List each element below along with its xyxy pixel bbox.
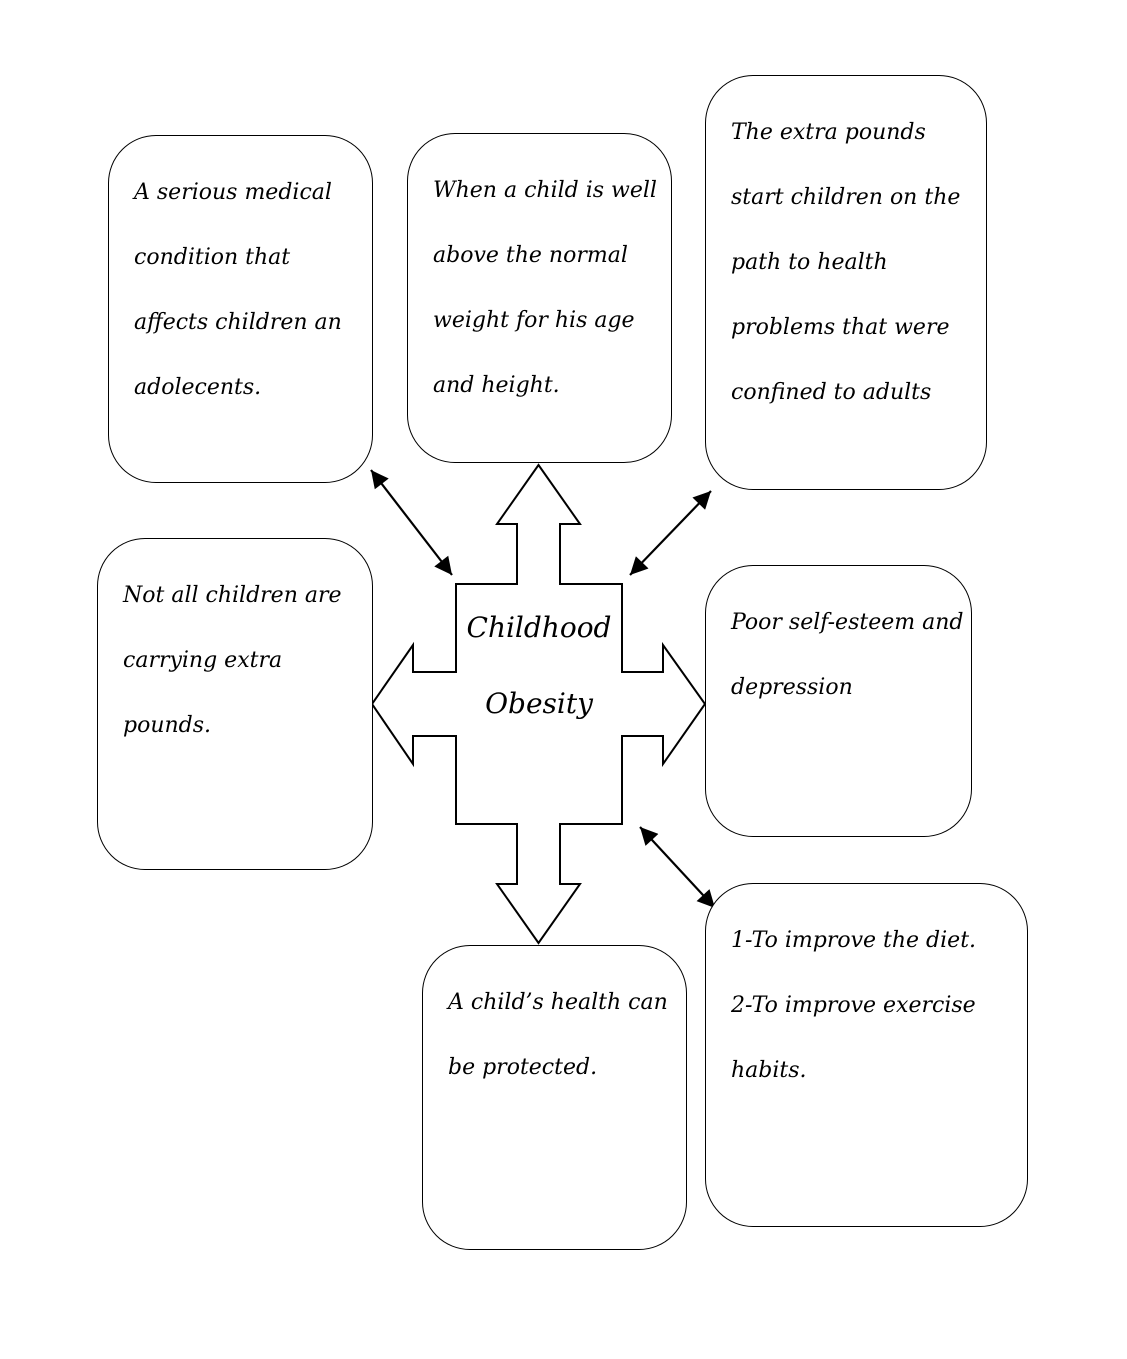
connector-center-top-right — [629, 490, 712, 576]
connector-center-top-left — [370, 469, 453, 576]
node-not-all-children: Not all children are carrying extra poun… — [97, 538, 373, 870]
node-health-problems: The extra pounds start children on the p… — [705, 75, 987, 490]
node-self-esteem-text: Poor self-esteem and depression — [731, 610, 964, 700]
node-self-esteem: Poor self-esteem and depression — [705, 565, 972, 837]
node-health-protected: A child’s health can be protected. — [422, 945, 687, 1250]
node-definition: A serious medical condition that affects… — [108, 135, 373, 483]
node-improvement-steps-text: 1-To improve the diet. 2-To improve exer… — [731, 928, 977, 1083]
node-not-all-children-text: Not all children are carrying extra poun… — [123, 583, 342, 738]
node-health-protected-text: A child’s health can be protected. — [448, 990, 668, 1080]
node-description: When a child is well above the normal we… — [407, 133, 672, 463]
node-description-text: When a child is well above the normal we… — [433, 178, 657, 398]
center-title: Childhood Obesity — [466, 611, 612, 720]
node-definition-text: A serious medical condition that affects… — [134, 180, 342, 400]
node-improvement-steps: 1-To improve the diet. 2-To improve exer… — [705, 883, 1028, 1227]
connector-center-bottom-right — [639, 826, 716, 909]
quad-arrow-shape — [370, 463, 707, 945]
node-health-problems-text: The extra pounds start children on the p… — [731, 120, 961, 405]
